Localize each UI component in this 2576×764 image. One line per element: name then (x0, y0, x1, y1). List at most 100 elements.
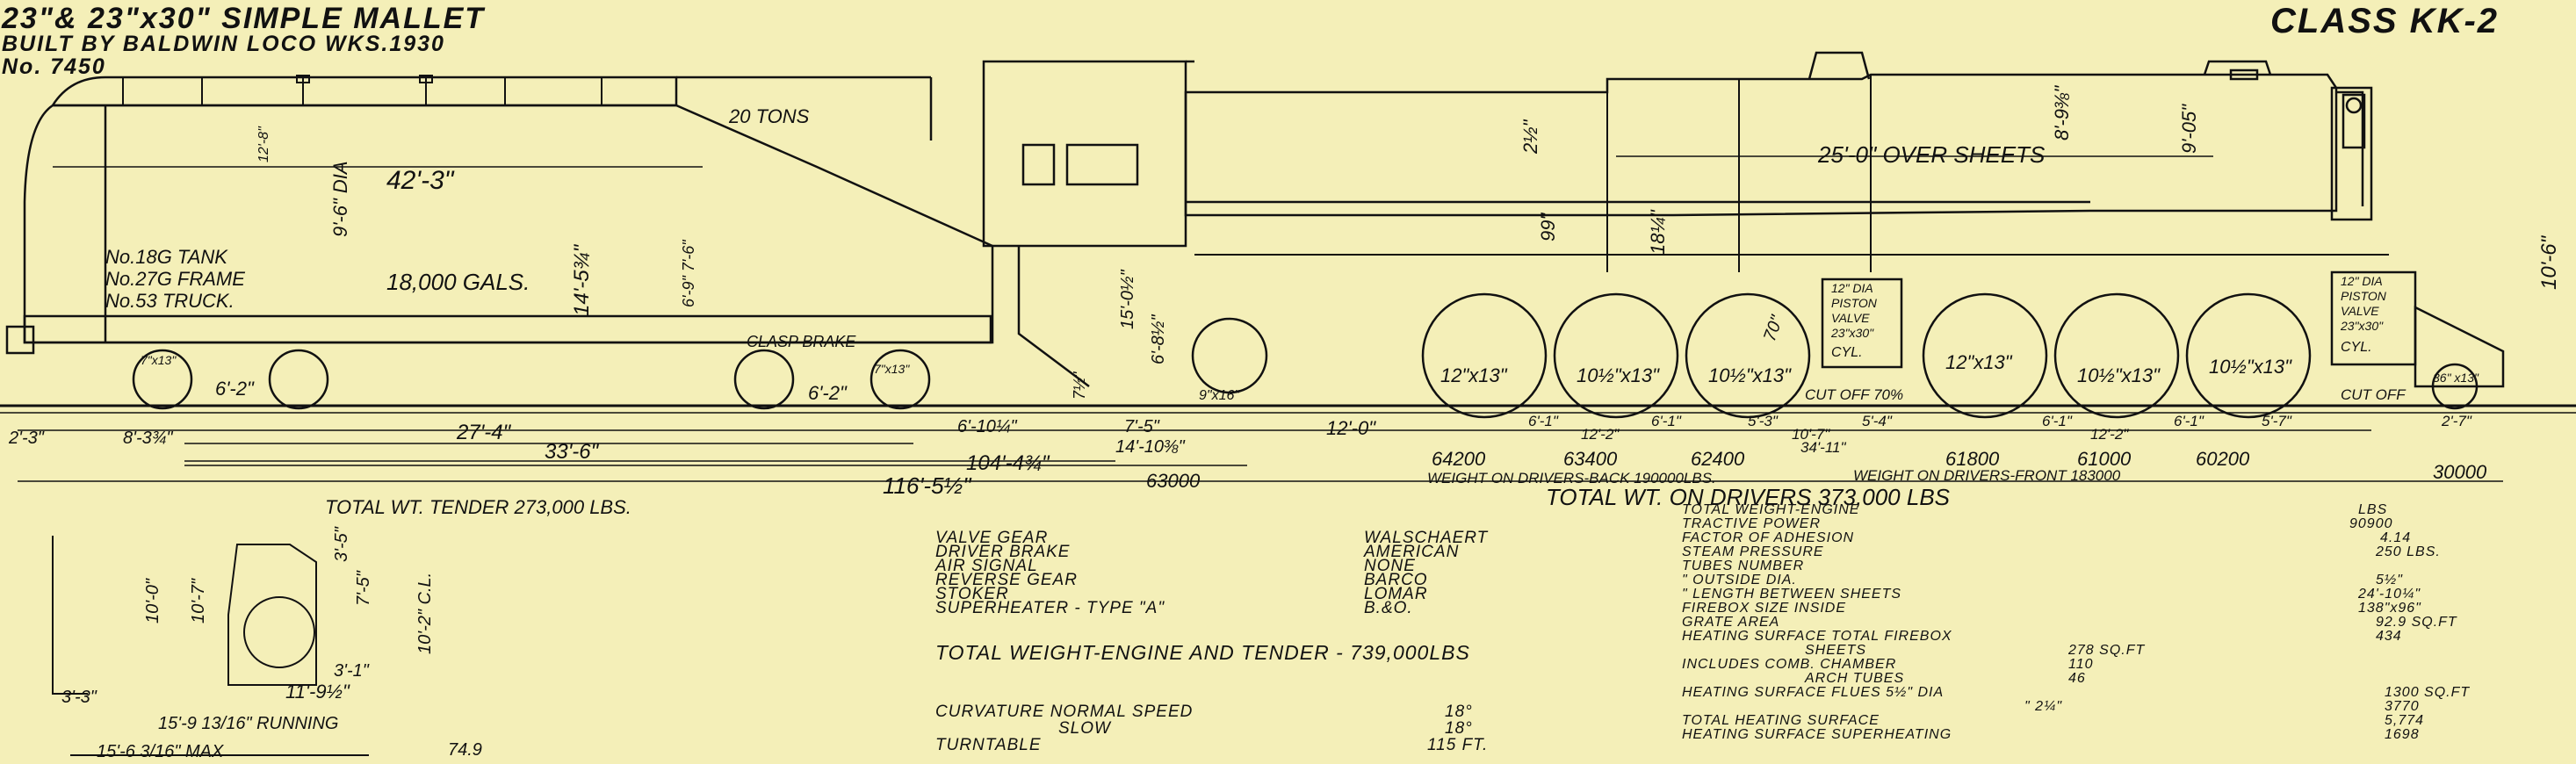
dim-12-2b: 12'-2" (2090, 426, 2129, 443)
tender-wheel-size-1: 7"x13" (141, 353, 177, 367)
builder-note: BUILT BY BALDWIN LOCO WKS.1930 (2, 32, 445, 56)
tender-frame: No.27G FRAME (105, 268, 245, 290)
tender-small-height: 12'-8" (256, 126, 271, 162)
front-cyl-line-1: 12" DIA (2341, 274, 2383, 288)
dim-104: 104'-4¾" (966, 451, 1050, 475)
rear-cyl-line-3: VALVE (1831, 311, 1870, 325)
dim-6-1a: 6'-1" (1528, 413, 1559, 429)
dim-33-6: 33'-6" (545, 440, 600, 464)
axle-weight-1: 64200 (1432, 448, 1486, 470)
pilot-wheel (2431, 363, 2479, 410)
weight-drivers-back: WEIGHT ON DRIVERS-BACK 190000LBS. (1427, 470, 1716, 487)
axle-weight-5: 61000 (2077, 448, 2132, 470)
over-sheets-label: 25'-0" OVER SHEETS (1817, 141, 2046, 168)
end-dim-10-2: 10'-2" C.L. (415, 573, 435, 654)
tender-body (23, 104, 994, 344)
dim-9-05: 9'-05" (2178, 104, 2200, 154)
driver-wheel-2 (1553, 292, 1679, 419)
dim-7-5-small: 7½" (1071, 371, 1088, 400)
dim-34-11: 34'-11" (1800, 439, 1846, 456)
driver-dia-label: 70" (1760, 313, 1787, 344)
axle-weight-6: 60200 (2196, 448, 2250, 470)
tender-side-height: 6'-9" 7'-6" (680, 239, 697, 307)
spec-row: " 2¼"3770 (2024, 699, 2420, 714)
dim-99: 99" (1537, 213, 1559, 241)
headlight (2341, 93, 2366, 149)
front-cyl-line-4: 23"x30" (2340, 319, 2384, 333)
dim-6-1b: 6'-1" (1651, 413, 1682, 429)
tender-tons-label: 20 TONS (728, 105, 810, 127)
tender-truck: No.53 TRUCK. (105, 290, 235, 312)
dim-5-3: 5'-3" (1748, 413, 1779, 429)
spec-row: TUBES NUMBER (1682, 559, 1805, 573)
cut-off-front: CUT OFF (2341, 386, 2406, 403)
tender-tank: No.18G TANK (105, 246, 228, 268)
steam-dome (2203, 60, 2272, 76)
driver-size-6: 10½"x13" (2209, 356, 2292, 378)
curvature-row: TURNTABLE 115 FT. (935, 736, 1489, 754)
class-label: CLASS KK-2 (2270, 2, 2500, 40)
end-dim-3-1: 3'-1" (334, 661, 370, 681)
pilot-wheel-size: 36" x13" (2433, 371, 2479, 385)
end-dim-7-5: 7'-5" (354, 570, 373, 606)
tender-height: 14'-5¾" (570, 243, 594, 316)
cab-window-2 (1065, 143, 1139, 186)
rear-cylinder (1821, 277, 1903, 369)
dim-2-7: 2'-7" (2441, 413, 2472, 429)
end-view-sketch (52, 536, 369, 756)
total-weight-engine-tender: TOTAL WEIGHT-ENGINE AND TENDER - 739,000… (935, 641, 1470, 664)
dim-5-4: 5'-4" (1862, 413, 1893, 429)
boiler (1184, 73, 2338, 217)
rear-coupler (5, 325, 35, 355)
driver-wheel-4 (1922, 292, 2048, 419)
dim-6-1d: 6'-1" (2174, 413, 2204, 429)
dim-8-3: 8'-3¾" (123, 429, 173, 448)
dim-8-9: 8'-9⅜" (2051, 85, 2073, 141)
equipment-row: AIR SIGNAL NONE (935, 557, 1416, 575)
sand-dome (1808, 51, 1871, 80)
trailing-wheel-size: 9"x16" (1199, 388, 1240, 403)
driver-size-5: 10½"x13" (2077, 364, 2161, 386)
page-number: 74.9 (448, 740, 482, 760)
clasp-brake-label: CLASP BRAKE (747, 333, 856, 350)
driver-wheel-1 (1421, 292, 1548, 419)
trailing-wheel (1191, 317, 1268, 394)
tender-gallons: 18,000 GALS. (386, 269, 530, 295)
locomotive-number: No. 7450 (2, 54, 106, 79)
dim-7-5: 7'-5" (1124, 417, 1160, 436)
dim-116: 116'-5½" (883, 472, 972, 499)
dim-14-10: 14'-10⅜" (1115, 437, 1186, 457)
driver-size-2: 10½"x13" (1577, 364, 1660, 386)
end-running: 15'-9 13/16" RUNNING (158, 714, 338, 733)
end-dim-3-3: 3'-3" (61, 688, 97, 707)
end-dim-3-5: 3'-5" (332, 526, 351, 562)
cab-window-1 (1021, 143, 1056, 186)
end-dim-10-7: 10'-7" (189, 578, 208, 623)
equipment-row: SUPERHEATER - TYPE "A" B.&O. (935, 599, 1413, 617)
rear-cyl-line-5: CYL. (1831, 345, 1863, 360)
dim-10-7: 10'-7" (1792, 426, 1830, 443)
equipment-row: REVERSE GEAR BARCO (935, 571, 1428, 589)
tender-dia-label: 9'-6" DIA (329, 161, 351, 237)
dim-2-3: 2'-3" (8, 429, 45, 448)
tender-wheel-3 (733, 349, 795, 410)
tender-wheel-1 (132, 349, 193, 410)
rear-cyl-line-4: 23"x30" (1830, 326, 1874, 340)
curvature-list: CURVATURE NORMAL SPEED 18° SLOW 18° TURN… (935, 703, 1550, 754)
spec-row: " OUTSIDE DIA.5½" (1682, 573, 2403, 587)
end-max: 15'-6 3/16" MAX (97, 742, 224, 761)
dim-6-8: 6'-8½" (1149, 314, 1168, 364)
total-drivers-weight: TOTAL WT. ON DRIVERS 373,000 LBS (1546, 484, 1951, 510)
end-dim-10-0: 10'-0" (143, 578, 162, 623)
axle-weight-2: 63400 (1563, 448, 1618, 470)
equipment-list: VALVE GEAR WALSCHAERT DRIVER BRAKE AMERI… (935, 529, 1550, 617)
equipment-row: DRIVER BRAKE AMERICAN (935, 543, 1460, 561)
